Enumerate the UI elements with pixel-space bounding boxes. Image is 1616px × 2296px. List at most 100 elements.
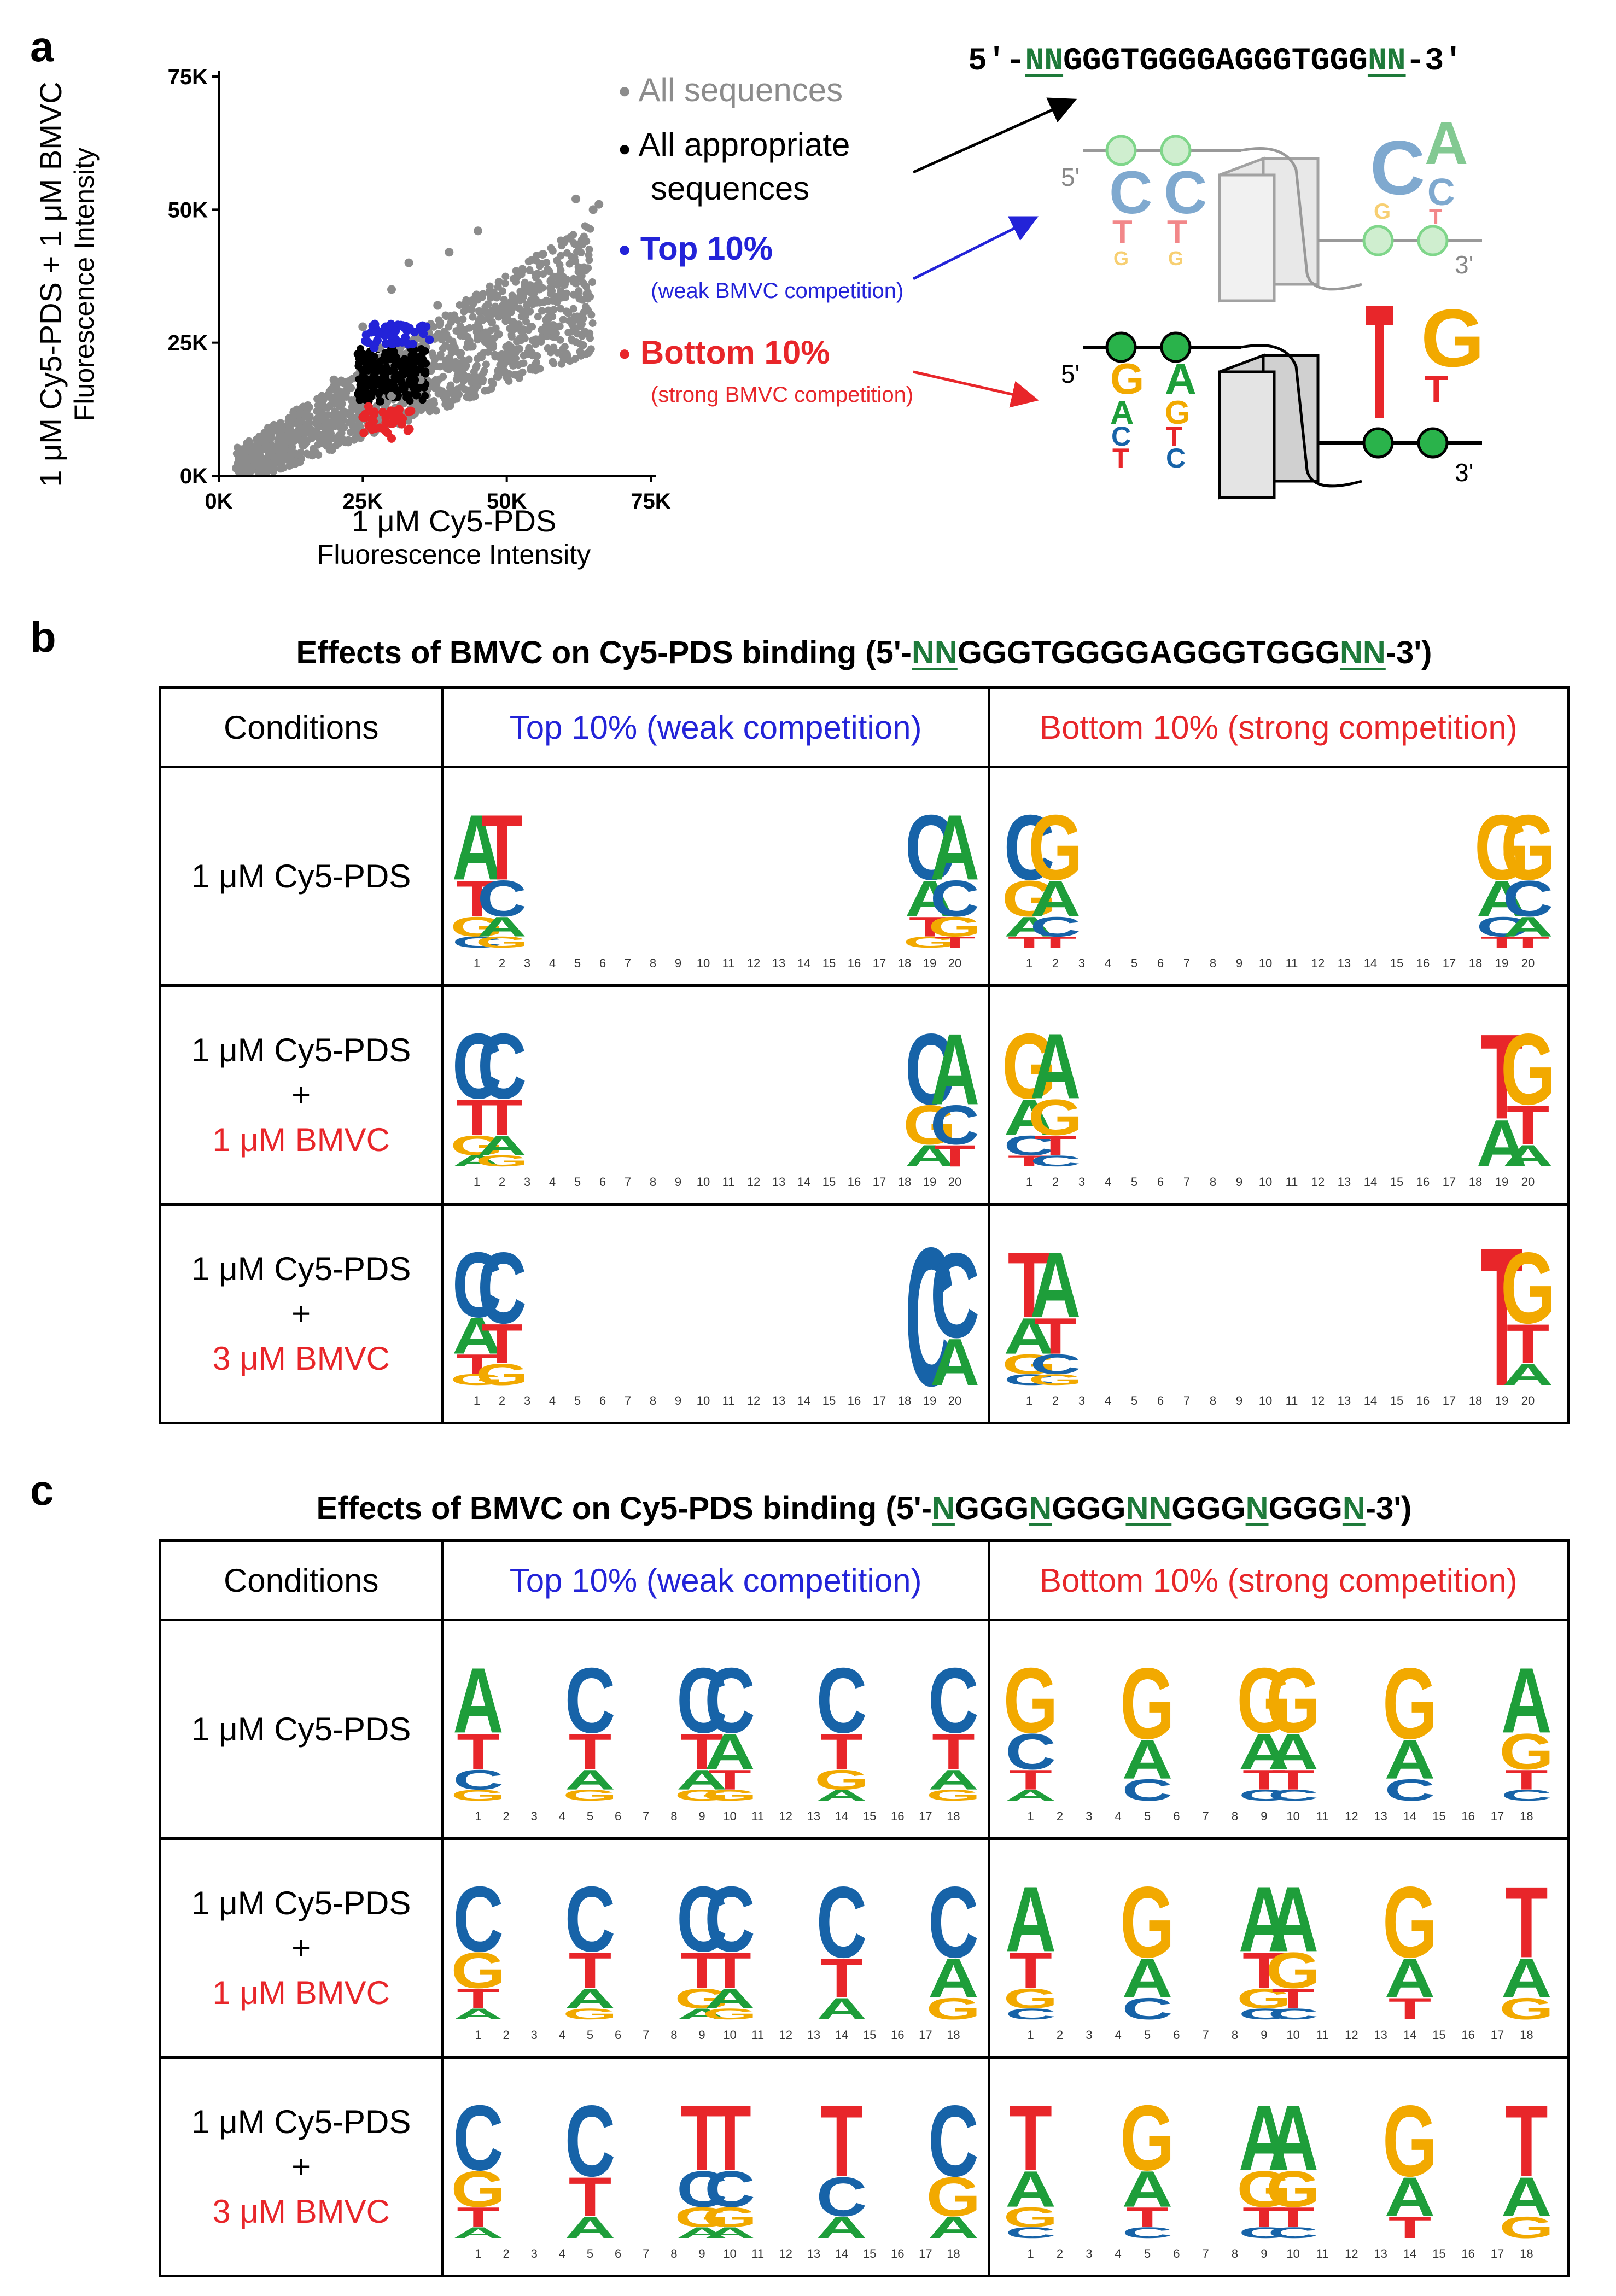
scatter-point-all (464, 332, 472, 341)
scatter-point-all (527, 366, 535, 374)
scatter-point-all (559, 293, 568, 301)
scatter-point-all (342, 393, 350, 401)
scatter-point-all (550, 343, 558, 352)
logo-letter-A: A (1385, 1728, 1436, 1790)
logo-position-label: 14 (1364, 1394, 1377, 1407)
logo-position-label: 9 (1236, 956, 1242, 970)
scatter-point-all (302, 438, 311, 446)
scatter-point-all (495, 353, 504, 361)
scatter-point-all (453, 371, 462, 379)
logo-position-label: 1 (475, 2247, 481, 2260)
logo-position-label: 11 (751, 2028, 764, 2042)
logo-letter-G: G (1005, 1348, 1057, 1380)
logo-letter-C: C (453, 1014, 501, 1118)
condition-cell: 1 μM Cy5-PDS (158, 1619, 444, 1840)
logo-letter-C: C (1239, 2005, 1290, 2023)
logo-position-label: 1 (475, 2028, 481, 2042)
scatter-point-appropriate (382, 370, 390, 378)
scatter-point-all (526, 307, 534, 316)
scatter-point-all (539, 284, 547, 292)
logo-letter-C: C (453, 2085, 504, 2189)
logo-letter-G: G (1028, 1371, 1083, 1388)
scatter-point-top (398, 321, 407, 330)
logo-position-label: 13 (1374, 2028, 1387, 2042)
scatter-point-all (404, 258, 413, 267)
logo-letter-A: A (1005, 1307, 1054, 1364)
logo-letter-T: T (680, 1941, 724, 1999)
scatter-point-all (433, 301, 442, 310)
scatter-point-all (568, 328, 576, 336)
logo-letter-A: A (1030, 1232, 1081, 1336)
logo-letter-A: A (1030, 869, 1081, 927)
logo-letter-T: T (1505, 1866, 1548, 1979)
scatter-point-appropriate (356, 350, 364, 358)
logo-position-label: 6 (1173, 2028, 1180, 2042)
scatter-point-all (460, 307, 468, 316)
scatter-point-all (520, 325, 528, 334)
logo-position-label: 10 (723, 2028, 736, 2042)
scatter-point-all (550, 359, 558, 367)
logo-letter-G: G (926, 1991, 978, 2026)
scatter-point-all (281, 441, 289, 449)
logo-letter-T: T (708, 2085, 751, 2189)
logo-letter-G: G (475, 1152, 528, 1170)
logo-letter-C: C (905, 1210, 954, 1418)
logo-position-label: 17 (872, 956, 885, 970)
logo-position-label: 2 (1052, 1394, 1059, 1407)
scatter-point-all (549, 333, 557, 341)
logo-letter-C: C (453, 933, 501, 951)
logo-position-label: 16 (891, 2247, 904, 2260)
logo-position-label: 6 (599, 1394, 605, 1407)
logo-position-label: 3 (1086, 1809, 1092, 1823)
logo-letter-A: A (477, 1130, 527, 1161)
logo-position-label: 3 (523, 1175, 530, 1189)
logo-position-label: 12 (779, 1809, 792, 1823)
logo-letter-A: A (1122, 1947, 1173, 2009)
logo-position-label: 8 (670, 2247, 677, 2260)
logo-position-label: 9 (1261, 1809, 1267, 1823)
logo-letter-G: G (674, 2201, 729, 2233)
logo-letter-T: T (456, 870, 497, 927)
logo-position-label: 10 (723, 2247, 736, 2260)
logo-position-label: 7 (1183, 1175, 1190, 1189)
logo-position-label: 9 (674, 1175, 681, 1189)
logo-letter-G: G (1382, 1866, 1437, 1979)
bead (1362, 225, 1394, 256)
logo-position-label: 19 (923, 1175, 936, 1189)
logo-letter-A: A (930, 795, 978, 899)
scatter-point-all (551, 325, 559, 333)
legend-all: ● All sequences (618, 72, 843, 108)
logo-position-label: 1 (473, 1394, 480, 1407)
scatter-point-all (456, 301, 464, 309)
logo-letter-G: G (1499, 2210, 1552, 2245)
scatter-point-all (569, 231, 577, 239)
logo-position-label: 11 (722, 1394, 734, 1407)
scatter-point-all (569, 278, 577, 286)
scatter-point-all (249, 455, 258, 464)
logo-letter-G: G (453, 1130, 504, 1161)
logo-position-label: 16 (847, 1175, 860, 1189)
condition-cell: 1 μM Cy5-PDS + 3 μM BMVC (158, 2056, 444, 2277)
logo-position-label: 18 (1520, 2028, 1533, 2042)
scatter-point-all (323, 404, 331, 412)
scatter-point-bottom (387, 419, 396, 428)
scatter-point-appropriate (415, 384, 423, 392)
logo-position-label: 16 (1416, 1175, 1430, 1189)
scatter-point-all (482, 336, 491, 344)
logo-letter-C: C (1239, 2224, 1290, 2241)
logo-position-label: 7 (624, 956, 631, 970)
scatter-point-all (464, 386, 472, 394)
logo-position-label: 2 (1057, 2028, 1063, 2042)
logo-position-label: 5 (1144, 2247, 1151, 2260)
legend-appropriate-label1: All appropriate (638, 126, 850, 163)
scatter-point-all (469, 313, 477, 321)
scatter-ylabel-line2: Fluorescence Intensity (69, 147, 100, 422)
logo-position-label: 2 (498, 1394, 505, 1407)
scatter-point-all (492, 324, 500, 332)
logo-letter-T: T (1008, 1152, 1051, 1170)
condition-cell: 1 μM Cy5-PDS + 3 μM BMVC (158, 1203, 444, 1424)
scatter-point-all (508, 291, 516, 300)
logo-position-label: 8 (649, 1394, 656, 1407)
